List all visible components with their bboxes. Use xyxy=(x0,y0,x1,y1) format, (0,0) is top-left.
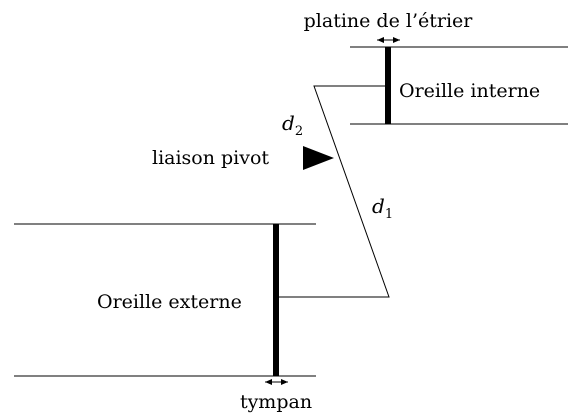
inner-ear-label: Oreille interne xyxy=(399,80,540,102)
outer-ear-label: Oreille externe xyxy=(97,291,242,313)
eardrum-label: tympan xyxy=(240,391,312,413)
d1-variable: d xyxy=(372,194,385,218)
d2-subscript: 2 xyxy=(295,124,303,139)
pivot-triangle-icon xyxy=(303,146,334,170)
stapes-label: platine de l’étrier xyxy=(304,10,474,32)
pivot-label: liaison pivot xyxy=(152,147,269,169)
d1-subscript: 1 xyxy=(385,207,393,222)
ossicle-lever xyxy=(276,85,390,298)
d2-variable: d xyxy=(282,111,295,135)
d1-label: d1 xyxy=(372,194,393,222)
d2-label: d2 xyxy=(282,111,303,139)
